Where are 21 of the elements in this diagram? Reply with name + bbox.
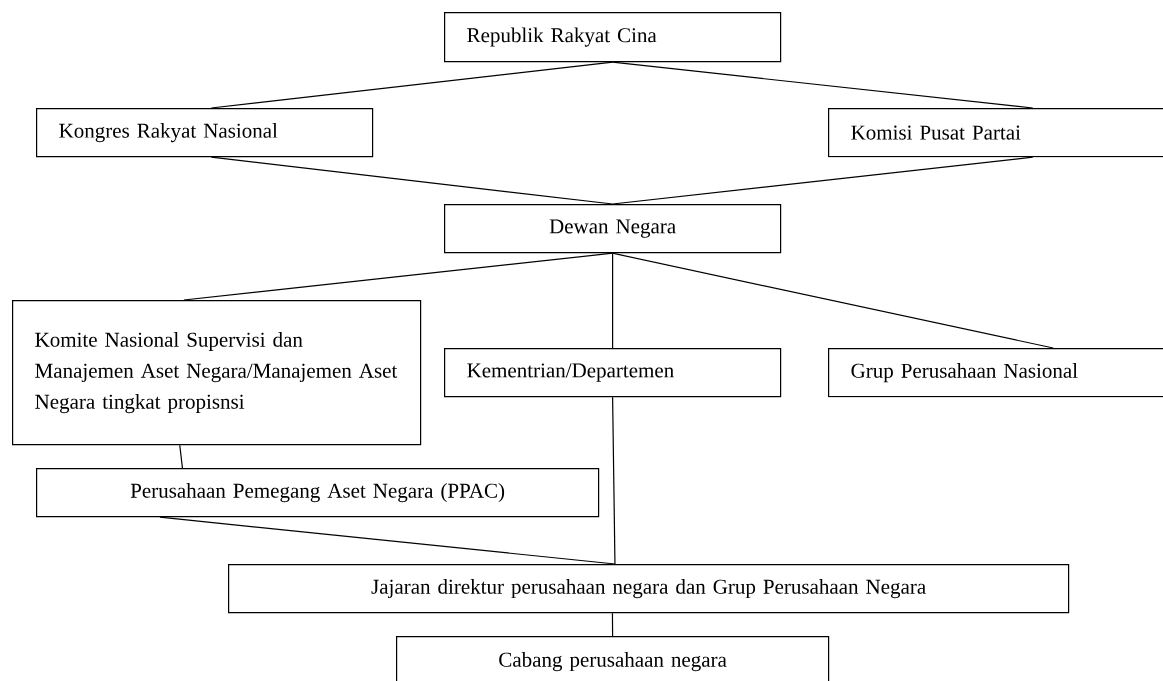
org-box: Cabang perusahaan negara [396, 636, 830, 681]
org-box: Perusahaan Pemegang Aset Negara (PPAC) [36, 468, 600, 518]
org-box: Republik Rakyat Cina [444, 12, 782, 63]
org-box: Komisi Pusat Partai [828, 108, 1163, 158]
connector-line [611, 612, 614, 637]
connector-line [612, 156, 1034, 205]
connector-line [159, 516, 616, 565]
connector-line [179, 444, 184, 469]
org-box: Dewan Negara [444, 204, 782, 254]
org-box: Kongres Rakyat Nasional [36, 108, 374, 158]
connector-line [612, 252, 1054, 349]
org-box: Jajaran direktur perusahaan negara dan Grup Perusahaan Negara [228, 564, 1070, 614]
connector-line [612, 61, 1034, 109]
connector-line [612, 252, 614, 349]
connector-line [210, 61, 614, 109]
connector-line [612, 396, 616, 565]
org-box: Kementrian/Departemen [444, 348, 782, 398]
connector-line [210, 156, 614, 205]
org-box: Komite Nasional Supervisi dan Manajemen Aset Negara/Manajemen Aset Negara tingkat propisnsi [12, 300, 422, 446]
connector-line [183, 252, 614, 301]
org-box: Grup Perusahaan Nasional [828, 348, 1163, 398]
